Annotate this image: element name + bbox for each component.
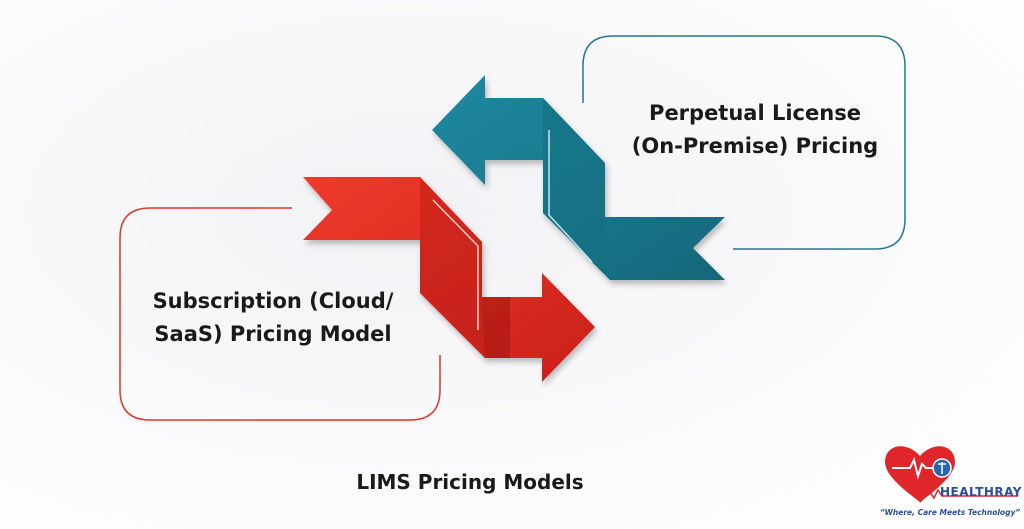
right-box-outline: [582, 35, 906, 250]
teal-arrow-left: [432, 75, 725, 280]
right-box-line-2: (On-Premise) Pricing: [631, 134, 879, 158]
red-arrow-right: [303, 177, 595, 382]
diagram-caption: LIMS Pricing Models: [356, 470, 584, 494]
left-box-outline: [119, 207, 441, 421]
right-box-line-1: Perpetual License: [649, 101, 861, 125]
left-box-line-2: SaaS) Pricing Model: [154, 322, 392, 346]
left-box-label: Subscription (Cloud/ SaaS) Pricing Model: [118, 285, 428, 351]
logo-brand-name: HEALTHRAY: [940, 485, 1022, 499]
left-box-line-1: Subscription (Cloud/: [152, 289, 394, 313]
logo-tagline: “Where, Care Meets Technology”: [879, 508, 1021, 517]
healthray-logo-icon: [885, 446, 1018, 503]
right-box-label: Perpetual License (On-Premise) Pricing: [600, 97, 910, 163]
